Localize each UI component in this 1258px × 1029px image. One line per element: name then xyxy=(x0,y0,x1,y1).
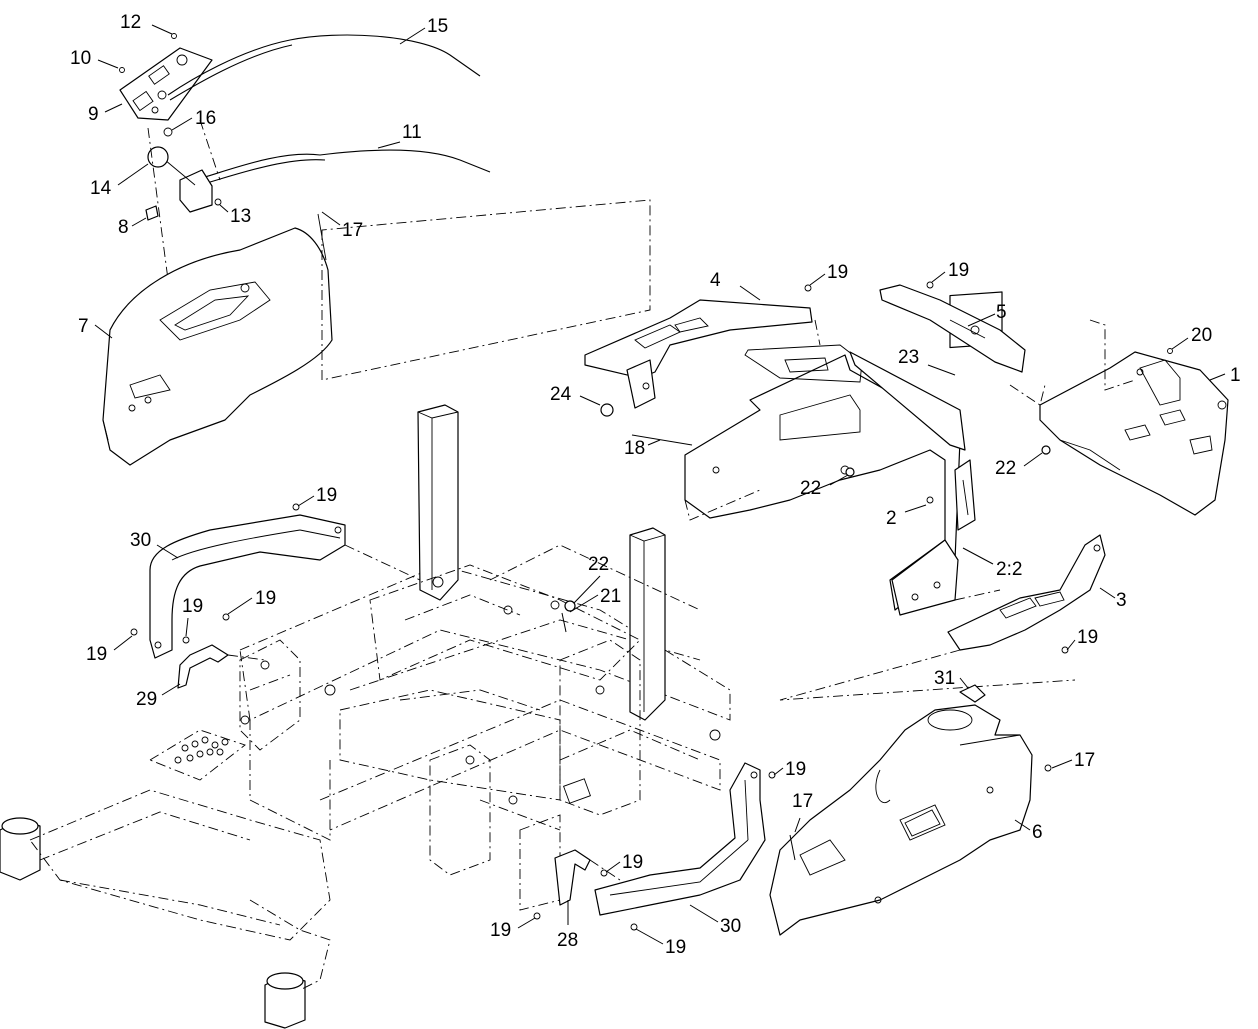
callout-12: 12 xyxy=(120,12,141,33)
screw-19-right-upper xyxy=(600,869,608,877)
foot-plate-holes xyxy=(174,736,229,764)
callout-11: 11 xyxy=(402,122,422,143)
screw-19-right-lower xyxy=(630,923,638,931)
callout-30a: 30 xyxy=(130,530,151,551)
callout-19h: 19 xyxy=(785,759,806,780)
leader-lines xyxy=(94,24,1226,945)
callout-19g: 19 xyxy=(1077,627,1098,648)
clip-31 xyxy=(959,684,986,703)
callout-30b: 30 xyxy=(720,916,741,937)
callout-7: 7 xyxy=(78,316,89,337)
console-7 xyxy=(102,199,651,466)
control-plate-9 xyxy=(119,47,213,121)
screw-17-console6 xyxy=(1044,764,1052,772)
screw-19-bracket29 xyxy=(182,636,190,644)
screw-19-panel5 xyxy=(926,281,934,289)
callout-2-2: 2:2 xyxy=(996,559,1022,580)
callout-3: 3 xyxy=(1116,590,1127,611)
callout-22c: 22 xyxy=(995,458,1016,479)
handle-30-right xyxy=(594,762,766,916)
panel-1 xyxy=(1039,351,1229,516)
callout-13: 13 xyxy=(230,206,251,227)
bracket-29 xyxy=(177,644,229,689)
callout-29: 29 xyxy=(136,689,157,710)
grommet-24 xyxy=(600,403,614,417)
callout-6: 6 xyxy=(1032,822,1043,843)
cable-11 xyxy=(194,149,491,186)
callout-31: 31 xyxy=(934,668,955,689)
screw-12 xyxy=(171,33,177,39)
panel-5 xyxy=(879,284,1026,373)
callout-17b: 17 xyxy=(1074,750,1095,771)
handle-30-left xyxy=(149,514,346,659)
callout-22a: 22 xyxy=(588,554,609,575)
callout-4: 4 xyxy=(710,270,721,291)
callout-5: 5 xyxy=(996,302,1007,323)
callout-28: 28 xyxy=(557,930,578,951)
console-6 xyxy=(769,704,1033,936)
callout-19i: 19 xyxy=(622,852,643,873)
callout-labels: 1 2 2:2 3 4 5 6 7 8 9 10 11 12 13 14 15 … xyxy=(70,12,1241,958)
callout-19d: 19 xyxy=(255,588,276,609)
callout-19c: 19 xyxy=(316,485,337,506)
panel-2 xyxy=(684,319,976,616)
screw-17-mid xyxy=(789,834,796,861)
callout-8: 8 xyxy=(118,217,129,238)
screw-19-panel3 xyxy=(1061,646,1069,654)
callout-19j: 19 xyxy=(490,920,511,941)
callout-20: 20 xyxy=(1191,325,1212,346)
screw-19-handle-top xyxy=(292,503,300,511)
nut-22-right xyxy=(1041,445,1051,455)
nut-22-mid xyxy=(845,467,855,477)
screw-19-leftmost xyxy=(130,628,138,636)
screw-20 xyxy=(1167,348,1173,354)
bracket-28 xyxy=(554,849,591,906)
callout-21: 21 xyxy=(600,586,621,607)
callout-10: 10 xyxy=(70,48,91,69)
panel-4 xyxy=(584,299,813,409)
callout-17c: 17 xyxy=(792,791,813,812)
callout-22b: 22 xyxy=(800,478,821,499)
callout-16: 16 xyxy=(195,108,216,129)
pin-18 xyxy=(631,434,693,446)
screw-10 xyxy=(119,67,125,73)
callout-19e: 19 xyxy=(182,596,203,617)
lever-bracket xyxy=(147,146,213,213)
cable-15 xyxy=(167,34,481,101)
screw-13 xyxy=(214,198,222,206)
screw-19-bracket28 xyxy=(533,912,541,920)
callout-19b: 19 xyxy=(948,260,969,281)
callout-19k: 19 xyxy=(665,937,686,958)
callout-9: 9 xyxy=(88,104,99,125)
screw-21 xyxy=(561,612,567,633)
callout-19f: 19 xyxy=(86,644,107,665)
knob-14 xyxy=(147,146,169,168)
panel-3 xyxy=(947,534,1106,651)
clip-8 xyxy=(145,205,159,221)
callout-23: 23 xyxy=(898,347,919,368)
callout-15: 15 xyxy=(427,16,448,37)
callout-17a: 17 xyxy=(342,220,363,241)
callout-18: 18 xyxy=(624,438,645,459)
nut-22-center xyxy=(564,600,576,612)
callout-19a: 19 xyxy=(827,262,848,283)
callout-1: 1 xyxy=(1230,365,1241,386)
screw-19-upper xyxy=(222,613,230,621)
screw-19-handle-right xyxy=(768,771,776,779)
nut-16 xyxy=(163,127,173,137)
callout-24: 24 xyxy=(550,384,572,405)
callout-2: 2 xyxy=(886,508,897,529)
callout-14: 14 xyxy=(90,178,112,199)
mower-frame xyxy=(0,404,731,1029)
screw-19-panel4 xyxy=(804,284,812,292)
